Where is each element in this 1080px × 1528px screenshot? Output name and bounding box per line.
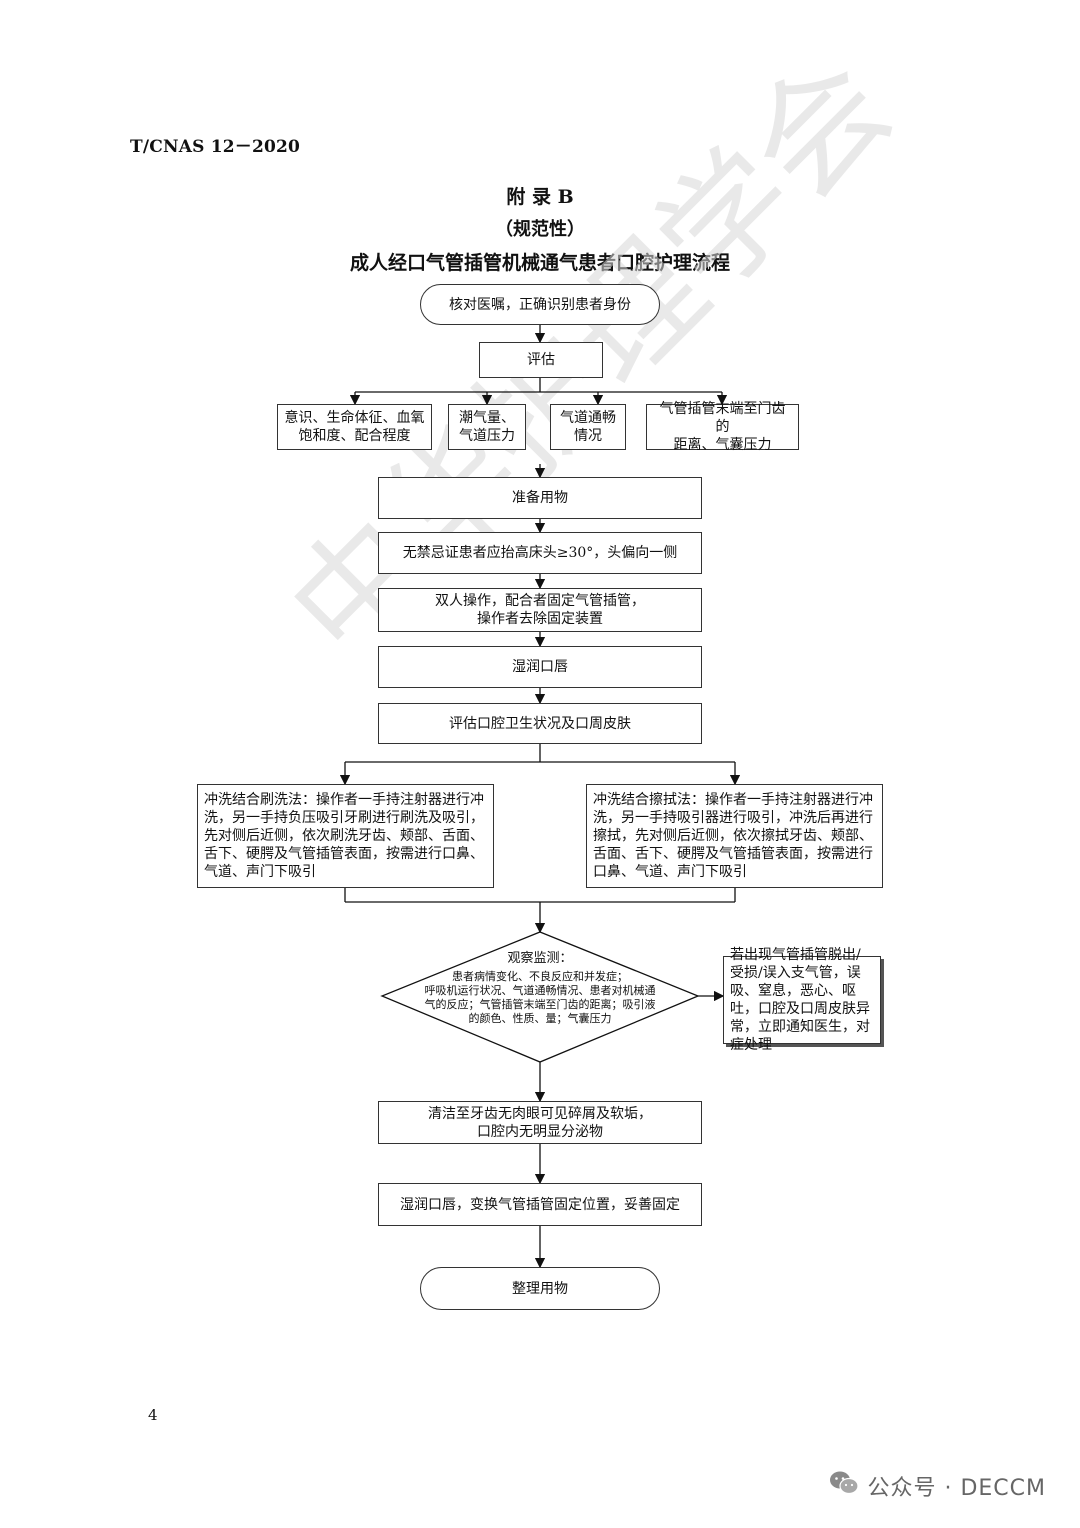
assess-oral-box: 评估口腔卫生状况及口周皮肤	[378, 703, 702, 744]
footer-credit: 公众号 · DECCM	[829, 1470, 1046, 1502]
start-node: 核对医嘱，正确识别患者身份	[420, 284, 660, 325]
appendix-nature: （规范性）	[495, 219, 585, 240]
assess-item-consciousness: 意识、生命体征、血氧 饱和度、配合程度	[277, 404, 432, 450]
document-code: T/CNAS 12－2020	[130, 137, 301, 157]
page-number: 4	[148, 1406, 158, 1424]
footer-text: 公众号 · DECCM	[867, 1476, 1046, 1501]
observe-body: 患者病情变化、不良反应和并发症； 呼吸机运行状况、气道通畅情况、患者对机械通 气…	[424, 970, 656, 1025]
assess-item-tube: 气管插管末端至门齿的 距离、气囊压力	[646, 401, 799, 453]
flowchart-title: 成人经口气管插管机械通气患者口腔护理流程	[349, 252, 730, 274]
abnormal-box: 若出现气管插管脱出/受损/误入支气管，误吸、窒息，恶心、呕吐，口腔及口周皮肤异常…	[723, 947, 881, 1053]
end-node: 整理用物	[420, 1267, 660, 1310]
two-person-box: 双人操作，配合者固定气管插管， 操作者去除固定装置	[378, 588, 702, 632]
reposition-box: 湿润口唇，变换气管插管固定位置，妥善固定	[378, 1183, 702, 1226]
clean-box: 清洁至牙齿无肉眼可见碎屑及软垢， 口腔内无明显分泌物	[378, 1101, 702, 1144]
assess-item-airway: 气道通畅 情况	[550, 404, 626, 450]
assess-item-ventilation: 潮气量、 气道压力	[448, 404, 526, 450]
assess-box: 评估	[479, 342, 603, 378]
appendix-label: 附 录 B	[506, 186, 574, 208]
wechat-icon	[829, 1470, 860, 1502]
method-brush-box: 冲洗结合刷洗法：操作者一手持注射器进行冲洗，另一手持负压吸引牙刷进行刷洗及吸引，…	[197, 784, 494, 888]
moisten-lips-box: 湿润口唇	[378, 646, 702, 688]
method-wipe-box: 冲洗结合擦拭法：操作者一手持注射器进行冲洗，另一手持吸引器进行吸引，冲洗后再进行…	[586, 784, 883, 888]
observe-diamond	[380, 931, 700, 1063]
observe-title: 观察监测：	[507, 951, 573, 966]
position-box: 无禁忌证患者应抬高床头≥30°，头偏向一侧	[378, 532, 702, 574]
prepare-box: 准备用物	[378, 477, 702, 519]
